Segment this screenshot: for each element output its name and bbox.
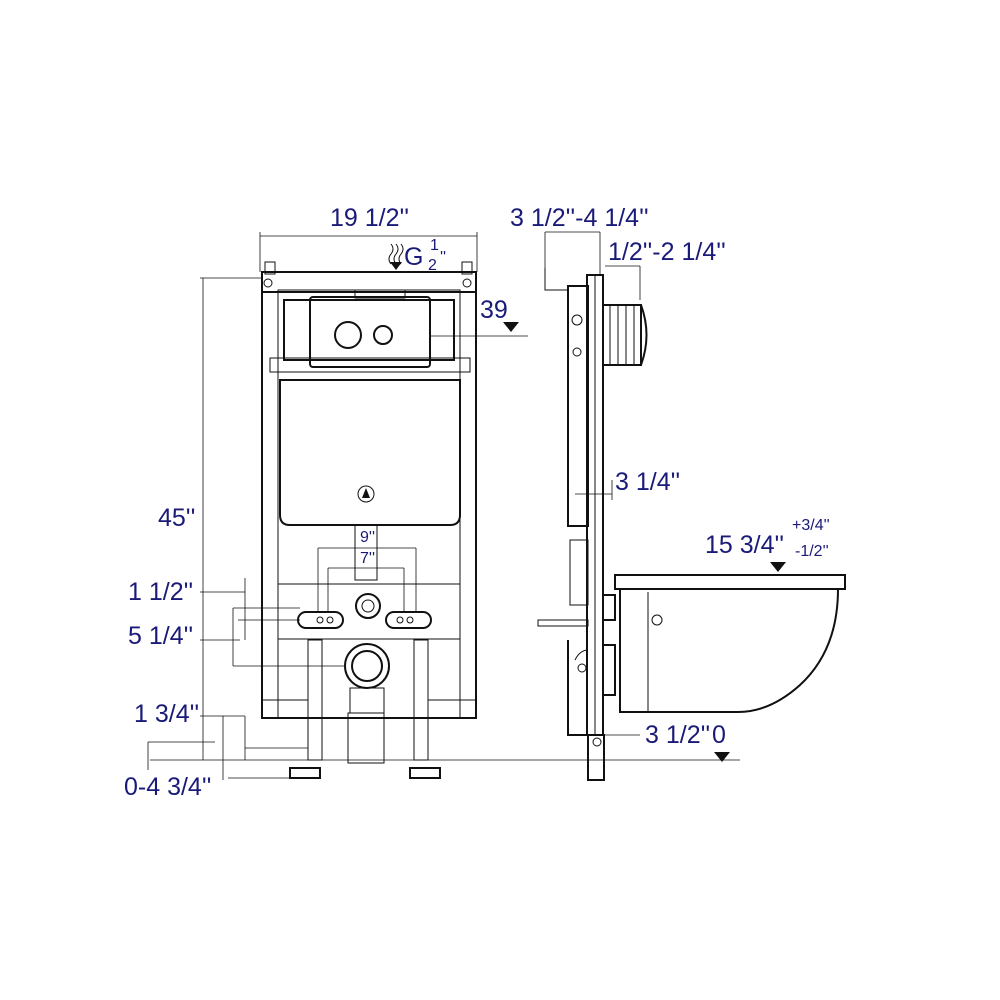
height-label: 45'' xyxy=(158,504,195,532)
bowl-tolerance-plus: +3/4'' xyxy=(792,517,830,534)
spacing-9-label: 9'' xyxy=(360,529,375,546)
flush-height-dimension: 39 xyxy=(430,296,528,337)
water-inlet xyxy=(355,593,381,619)
label-5-1-4: 5 1/4'' xyxy=(128,622,193,650)
flush-button-large xyxy=(334,321,362,349)
bowl-height-marker-icon xyxy=(770,562,786,572)
frame-depth-label: 3 1/4'' xyxy=(615,468,680,496)
side-frame xyxy=(537,274,648,781)
toilet-bowl xyxy=(602,574,846,713)
tank-logo-icon xyxy=(357,485,375,503)
water-fraction-top: 1 xyxy=(430,237,439,254)
depth-range-dimension: 3 1/2''-4 1/4'' xyxy=(510,204,649,291)
flush-button-small xyxy=(373,325,393,345)
wall-range-dimension: 1/2''-2 1/4'' xyxy=(605,238,726,300)
bowl-height-label: 15 3/4'' xyxy=(705,531,784,559)
floor-marker-icon xyxy=(714,752,730,762)
spacing-7-label: 7'' xyxy=(360,550,375,567)
floor-dimension: 3 1/2'' 0 xyxy=(568,721,730,762)
label-1-3-4: 1 3/4'' xyxy=(134,700,199,728)
water-supply-marker: G 1 2 '' xyxy=(388,237,446,274)
width-dimension: 19 1/2'' xyxy=(259,204,478,272)
floor-label: 3 1/2'' xyxy=(645,721,710,749)
water-connection-label: G xyxy=(404,243,423,271)
front-view: 19 1/2'' G 1 2 '' xyxy=(124,204,740,801)
label-0-4-3-4: 0-4 3/4'' xyxy=(124,773,211,801)
wall-range-label: 1/2''-2 1/4'' xyxy=(608,238,726,266)
bowl-height-dimension: 15 3/4'' +3/4'' -1/2'' xyxy=(705,517,830,572)
cistern xyxy=(269,289,471,581)
floor-zero-label: 0 xyxy=(712,721,726,749)
depth-range-label: 3 1/2''-4 1/4'' xyxy=(510,204,649,232)
side-view: 3 1/2''-4 1/4'' 1/2''-2 1/4'' xyxy=(510,204,846,781)
bowl-tolerance-minus: -1/2'' xyxy=(795,543,829,560)
front-height-dimensions: 45'' 1 1/2'' 5 1/4'' 1 3/4'' 0-4 3/4'' xyxy=(124,277,740,801)
flush-height-label: 39 xyxy=(480,296,508,324)
mounting-plate xyxy=(262,583,476,779)
width-label: 19 1/2'' xyxy=(330,204,409,232)
water-suffix: '' xyxy=(440,249,446,266)
spacing-dimensions: 9'' 7'' xyxy=(317,529,417,612)
frame-depth-dimension: 3 1/4'' xyxy=(575,468,680,500)
water-fraction-bottom: 2 xyxy=(428,257,437,274)
label-1-1-2: 1 1/2'' xyxy=(128,578,193,606)
